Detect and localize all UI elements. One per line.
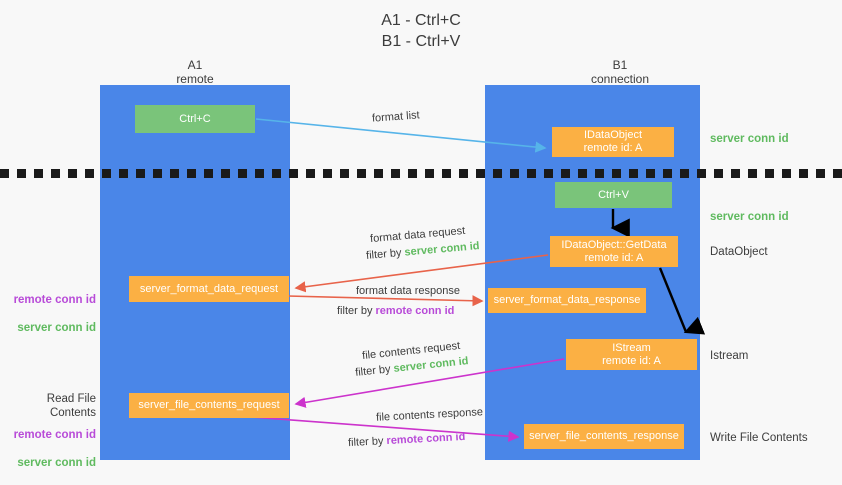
note-server-conn-id-left-top: server conn id: [17, 322, 96, 334]
note-istream: Istream: [710, 350, 749, 362]
box-server-format-data-response[interactable]: server_format_data_response: [488, 288, 646, 313]
box-server-format-data-request[interactable]: server_format_data_request: [129, 276, 289, 302]
filter-prefix: filter by: [337, 305, 376, 317]
filter-highlight: remote conn id: [375, 305, 455, 317]
dashed-divider: [0, 169, 842, 178]
page-title: A1 - Ctrl+C B1 - Ctrl+V: [381, 12, 461, 50]
note-server-conn-id-middle: server conn id: [710, 211, 789, 223]
filter-highlight: remote conn id: [386, 430, 466, 448]
note-conn-pair-bottom: remote conn id server conn id: [0, 414, 96, 484]
arrow-file-contents-request: [294, 358, 565, 408]
lane-header-b1: B1 connection: [590, 58, 650, 86]
note-remote-conn-id-top: remote conn id: [13, 294, 96, 306]
arrow-format-data-request: [294, 254, 549, 293]
box-ctrl-c[interactable]: Ctrl+C: [135, 105, 255, 133]
box-server-file-contents-response[interactable]: server_file_contents_response: [524, 424, 684, 449]
box-ctrl-v[interactable]: Ctrl+V: [555, 182, 672, 208]
box-idataobject-getdata[interactable]: IDataObject::GetData remote id: A: [550, 236, 678, 267]
box-idataobject[interactable]: IDataObject remote id: A: [552, 127, 674, 157]
note-write-file-contents: Write File Contents: [710, 432, 808, 444]
label-format-data-response-filter: filter by remote conn id: [337, 304, 454, 319]
note-server-conn-id-top: server conn id: [710, 133, 789, 145]
note-conn-pair-top: remote conn id server conn id: [0, 279, 96, 349]
note-remote-conn-id-bottom: remote conn id: [13, 429, 96, 441]
box-istream[interactable]: IStream remote id: A: [566, 339, 697, 370]
arrow-getdata-to-istream: [658, 267, 706, 335]
note-dataobject: DataObject: [710, 246, 768, 258]
label-format-data-response: format data response: [356, 285, 460, 297]
filter-prefix: filter by: [365, 246, 406, 262]
note-read-file-contents: Read File Contents: [46, 393, 96, 419]
filter-prefix: filter by: [354, 362, 395, 379]
box-server-file-contents-request[interactable]: server_file_contents_request: [129, 393, 289, 418]
arrow-format-list: [255, 118, 547, 153]
lane-header-a1: A1 remote: [176, 58, 214, 86]
note-server-conn-id-left-bottom: server conn id: [17, 457, 96, 469]
filter-prefix: filter by: [347, 435, 387, 450]
